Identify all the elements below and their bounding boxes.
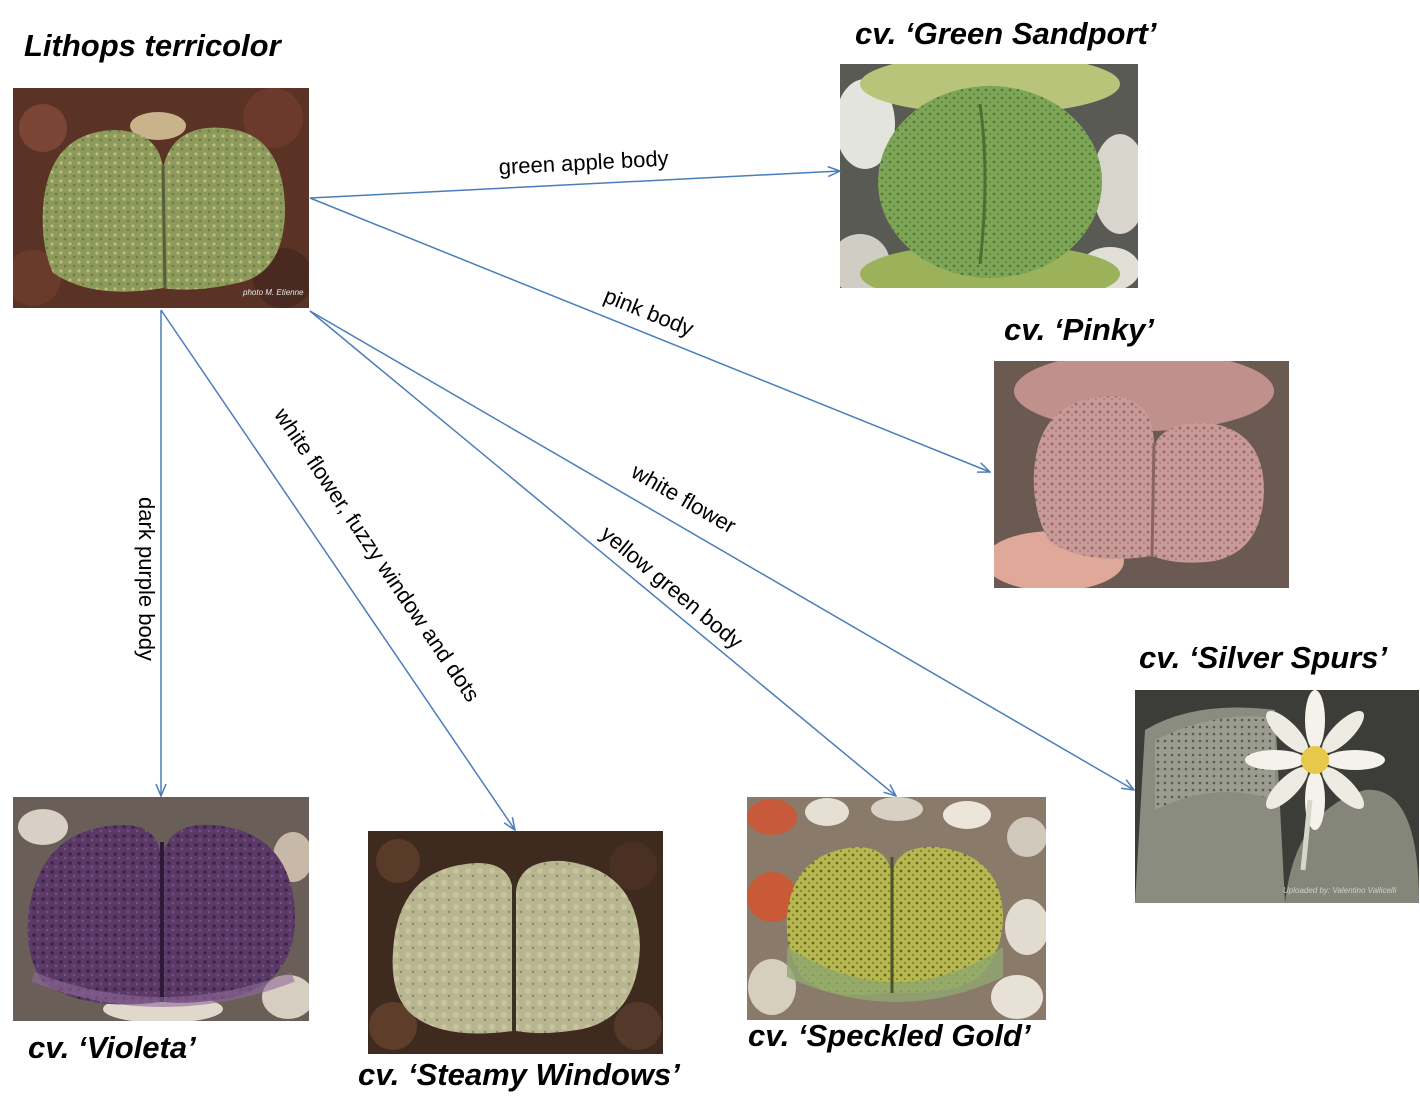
- pinky-photo: [994, 361, 1289, 588]
- green-sandport-photo: [840, 64, 1138, 288]
- steamy-windows-title: cv. ‘Steamy Windows’: [358, 1057, 680, 1092]
- silver-spurs-photo-credit: Uploaded by: Valentino Vallicelli: [1283, 886, 1397, 895]
- arrow-steamy-windows: [160, 309, 515, 830]
- arrow-silver-spurs: [309, 310, 1134, 790]
- arrow-green-sandport: [309, 171, 840, 199]
- violeta-photo: [13, 797, 309, 1021]
- arrow-pinky: [309, 197, 990, 472]
- silver-spurs-title: cv. ‘Silver Spurs’: [1139, 640, 1388, 675]
- pinky-title: cv. ‘Pinky’: [1004, 312, 1154, 347]
- violeta-title: cv. ‘Violeta’: [28, 1030, 196, 1065]
- edge-label-dark-purple-body: dark purple body: [134, 497, 159, 661]
- arrow-speckled-gold: [309, 310, 896, 796]
- edge-label-fuzzy-window: white flower, fuzzy window and dots: [269, 403, 485, 707]
- speckled-gold-title: cv. ‘Speckled Gold’: [748, 1018, 1031, 1053]
- lithops-terricolor-photo: [13, 88, 309, 308]
- root-photo-credit: photo M. Etienne: [243, 288, 304, 297]
- speckled-gold-photo: [747, 797, 1046, 1020]
- edge-label-yellow-green-body: yellow green body: [596, 521, 748, 654]
- steamy-windows-photo: [368, 831, 663, 1054]
- edge-label-pink-body: pink body: [600, 283, 697, 341]
- edge-label-white-flower: white flower: [626, 458, 740, 538]
- edge-label-green-apple-body: green apple body: [498, 146, 669, 180]
- silver-spurs-photo: [1135, 690, 1419, 903]
- green-sandport-title: cv. ‘Green Sandport’: [855, 16, 1157, 51]
- root-title: Lithops terricolor: [24, 28, 281, 63]
